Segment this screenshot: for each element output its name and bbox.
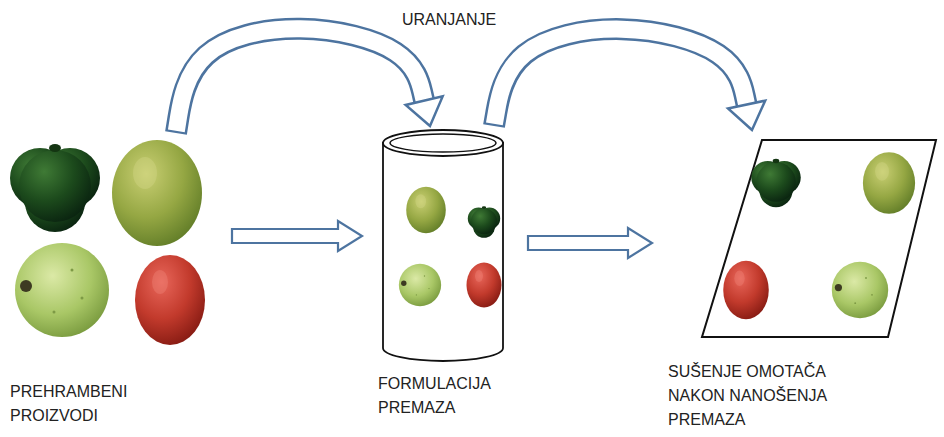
- beaker-rim: [383, 130, 503, 156]
- pepper: [751, 159, 801, 207]
- pear: [863, 152, 915, 213]
- arrow-outline: [494, 29, 747, 126]
- tomato: [723, 261, 769, 320]
- beaker-body: [383, 143, 503, 361]
- drying-tray: [702, 140, 936, 337]
- flow-arrow: [528, 228, 652, 258]
- arrow-fill: [176, 29, 424, 131]
- stage-label: FORMULACIJA PREMAZA: [378, 372, 510, 420]
- arrow-outline: [176, 29, 424, 133]
- process-stage: FORMULACIJA PREMAZA: [374, 128, 516, 420]
- pear: [406, 187, 446, 234]
- guava: [832, 262, 888, 318]
- block-arrow: [528, 228, 652, 258]
- tomato: [135, 255, 205, 345]
- pepper: [468, 206, 500, 238]
- process-stage: SUŠENJE OMOTAČA NAKON NANOŠENJA PREMAZA: [664, 132, 938, 432]
- stage-label: SUŠENJE OMOTAČA NAKON NANOŠENJA PREMAZA: [668, 360, 868, 432]
- pepper: [10, 144, 100, 232]
- tomato: [467, 263, 502, 308]
- flow-arrow: [232, 221, 362, 251]
- process-stage: PREHRAMBENI PROIZVODI: [6, 135, 220, 428]
- step-label: URANJANJE: [402, 10, 496, 31]
- arrow-fill: [494, 29, 746, 124]
- arrow-head: [406, 96, 443, 126]
- guava: [399, 264, 441, 306]
- beaker-rim-inner: [390, 134, 496, 152]
- pear: [112, 140, 202, 246]
- flow-arrow: [176, 29, 443, 133]
- stage-label: PREHRAMBENI PROIZVODI: [10, 380, 190, 428]
- block-arrow: [232, 221, 362, 251]
- flow-arrow: [494, 29, 765, 130]
- guava: [15, 243, 109, 337]
- arrow-head: [728, 101, 765, 130]
